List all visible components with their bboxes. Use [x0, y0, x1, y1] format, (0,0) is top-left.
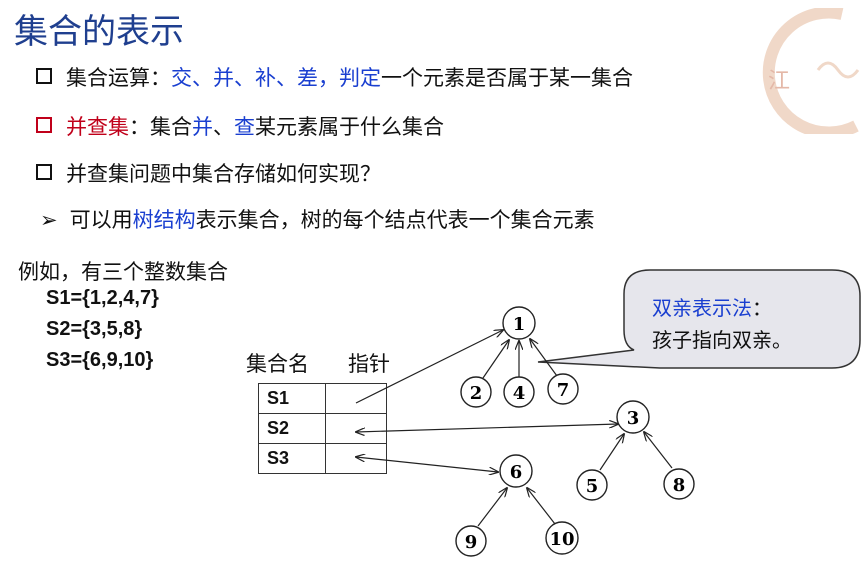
header-set-name: 集合名 [246, 352, 309, 376]
svg-text:5: 5 [586, 476, 599, 497]
set-s1: S1={1,2,4,7} [46, 287, 159, 309]
tree-node: 9 [455, 525, 487, 557]
edge-9-6 [477, 488, 507, 527]
sub-bullet-tree-structure: ➢可以用树结构表示集合，树的每个结点代表一个集合元素 [40, 208, 595, 232]
svg-text:9: 9 [465, 532, 478, 553]
header-pointer: 指针 [348, 352, 390, 376]
logo-icon: 江 [762, 8, 860, 134]
callout-bubble [537, 269, 861, 369]
square-bullet-icon [36, 117, 52, 133]
tree-node: 6 [499, 454, 533, 488]
svg-text:1: 1 [513, 314, 526, 335]
svg-text:6: 6 [510, 462, 523, 483]
example-intro: 例如，有三个整数集合 [18, 260, 228, 284]
set-s3: S3={6,9,10} [46, 349, 154, 371]
svg-text:8: 8 [673, 475, 686, 496]
tree-node: 10 [545, 521, 579, 555]
callout-title: 双亲表示法： [652, 296, 772, 320]
svg-text:4: 4 [513, 383, 526, 404]
set-name-cell: S1 [258, 383, 326, 414]
tree-edges [355, 330, 673, 527]
callout-body: 孩子指向双亲。 [652, 328, 792, 352]
svg-text:2: 2 [470, 383, 483, 404]
svg-text:7: 7 [557, 380, 570, 401]
tree-node: 8 [663, 468, 695, 500]
tree-node: 2 [460, 376, 492, 408]
pointer-s1 [355, 330, 503, 404]
bullet-union-find: 并查集：集合并、查某元素属于什么集合 [36, 111, 444, 141]
svg-text:10: 10 [549, 529, 574, 550]
tree-node: 7 [547, 373, 579, 405]
svg-text:江: 江 [768, 69, 790, 94]
arrow-bullet-icon: ➢ [40, 208, 58, 232]
edge-7-1 [530, 339, 558, 377]
tree-node: 3 [616, 400, 650, 434]
tree-node: 4 [503, 376, 535, 408]
bullet-storage-question: 并查集问题中集合存储如何实现？ [36, 158, 381, 188]
pointer-s2 [356, 424, 618, 432]
bullet-set-operations: 集合运算：交、并、补、差，判定一个元素是否属于某一集合 [36, 62, 633, 92]
set-s2: S2={3,5,8} [46, 318, 143, 340]
edge-2-1 [482, 340, 509, 379]
page-title: 集合的表示 [14, 12, 184, 52]
tree-node: 1 [502, 306, 536, 340]
set-name-cell: S3 [258, 443, 326, 474]
edge-8-3 [644, 432, 673, 469]
svg-text:3: 3 [627, 408, 640, 429]
pointer-s3 [356, 457, 498, 472]
square-bullet-icon [36, 68, 52, 84]
edge-10-6 [527, 488, 556, 525]
tree-node: 5 [576, 469, 608, 501]
edge-5-3 [599, 434, 624, 471]
square-bullet-icon [36, 164, 52, 180]
